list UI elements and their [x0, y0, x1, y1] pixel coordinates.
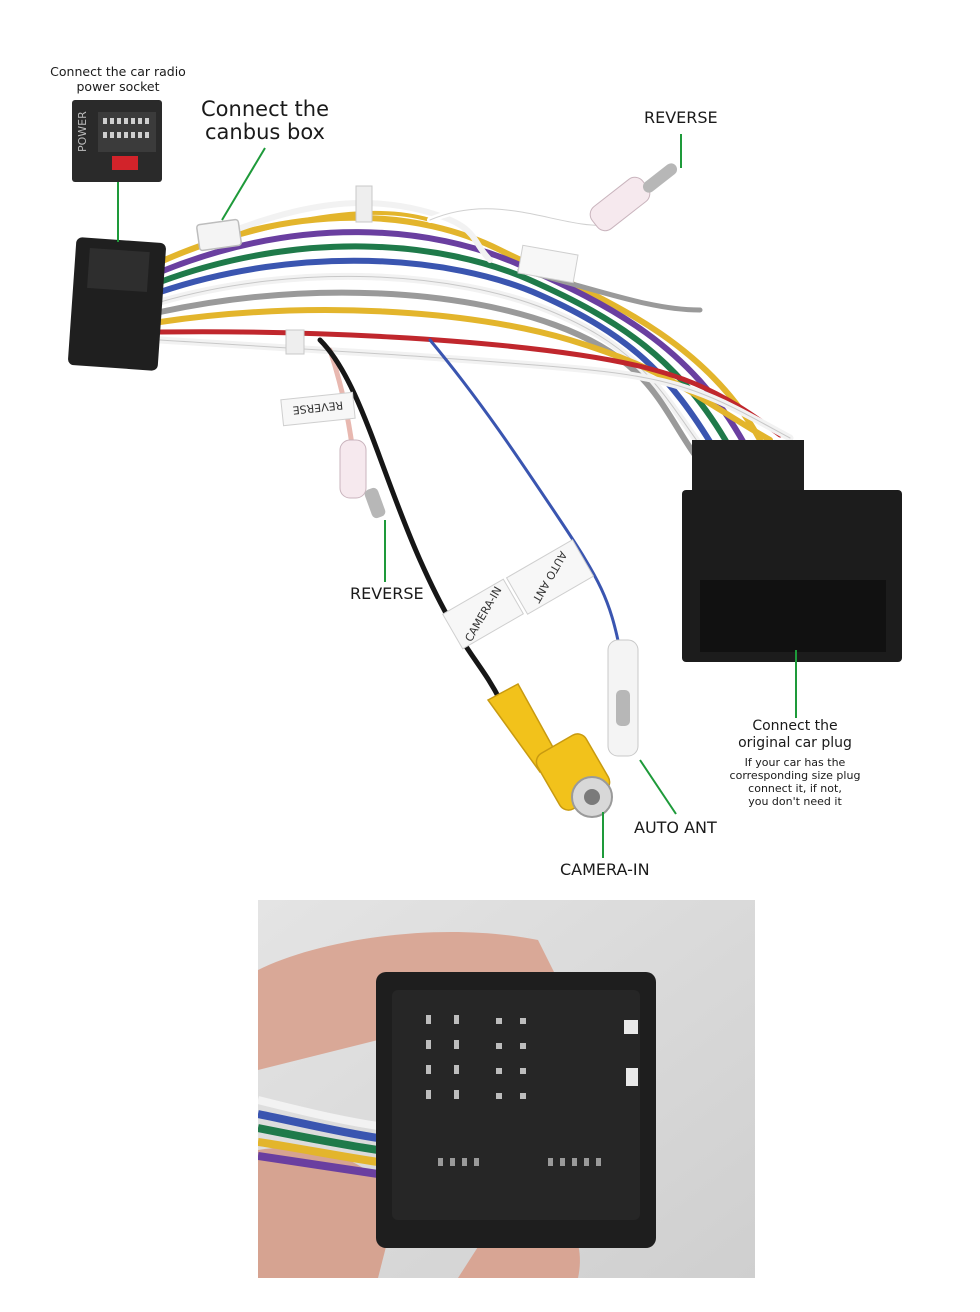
power-inset-text: POWER — [76, 111, 89, 152]
reverse-top-label: REVERSE — [644, 108, 718, 127]
original-car-plug — [682, 440, 902, 662]
original-plug-label-line1: Connect the — [752, 718, 838, 734]
power-socket-label: Connect the car radio power socket — [46, 64, 190, 94]
camera-in-label: CAMERA-IN — [560, 860, 650, 879]
auto-ant-label: AUTO ANT — [634, 818, 717, 837]
reverse-tag-text: REVERSE — [292, 398, 344, 416]
connector-closeup-photo — [258, 900, 755, 1278]
original-plug-label-line2: original car plug — [738, 735, 852, 751]
original-plug-note-line4: you don't need it — [748, 795, 842, 808]
cable-tie — [355, 185, 373, 223]
harness-illustration: POWER — [68, 100, 902, 858]
cable-tie — [285, 329, 305, 355]
auto-ant-terminal — [607, 639, 639, 757]
reverse-left-tag — [280, 391, 356, 427]
canbus-connector — [196, 218, 242, 252]
original-plug-note-line1: If your car has the — [744, 756, 846, 769]
original-plug-label: Connect the original car plug — [720, 718, 870, 752]
original-plug-note: If your car has the corresponding size p… — [720, 756, 870, 808]
reverse-left-label: REVERSE — [350, 584, 424, 603]
canbus-label-line1: Connect the — [201, 97, 329, 121]
reverse-top-tag — [517, 244, 579, 284]
camera-in-tag — [442, 578, 524, 650]
canbus-label-line2: canbus box — [205, 120, 325, 144]
reverse-top-terminal — [589, 163, 678, 232]
power-socket-label-line1: Connect the car radio — [50, 64, 186, 79]
original-plug-note-line3: connect it, if not, — [748, 782, 842, 795]
auto-ant-tag — [505, 539, 595, 615]
reverse-left-terminal — [339, 439, 386, 519]
rca-camera-plug — [486, 682, 613, 818]
power-socket-label-line2: power socket — [76, 79, 160, 94]
power-socket-inset — [72, 100, 162, 182]
original-plug-note-line2: corresponding size plug — [729, 769, 861, 782]
canbus-label: Connect the canbus box — [190, 98, 340, 144]
leader-lines — [117, 134, 797, 858]
main-radio-connector — [68, 237, 166, 371]
